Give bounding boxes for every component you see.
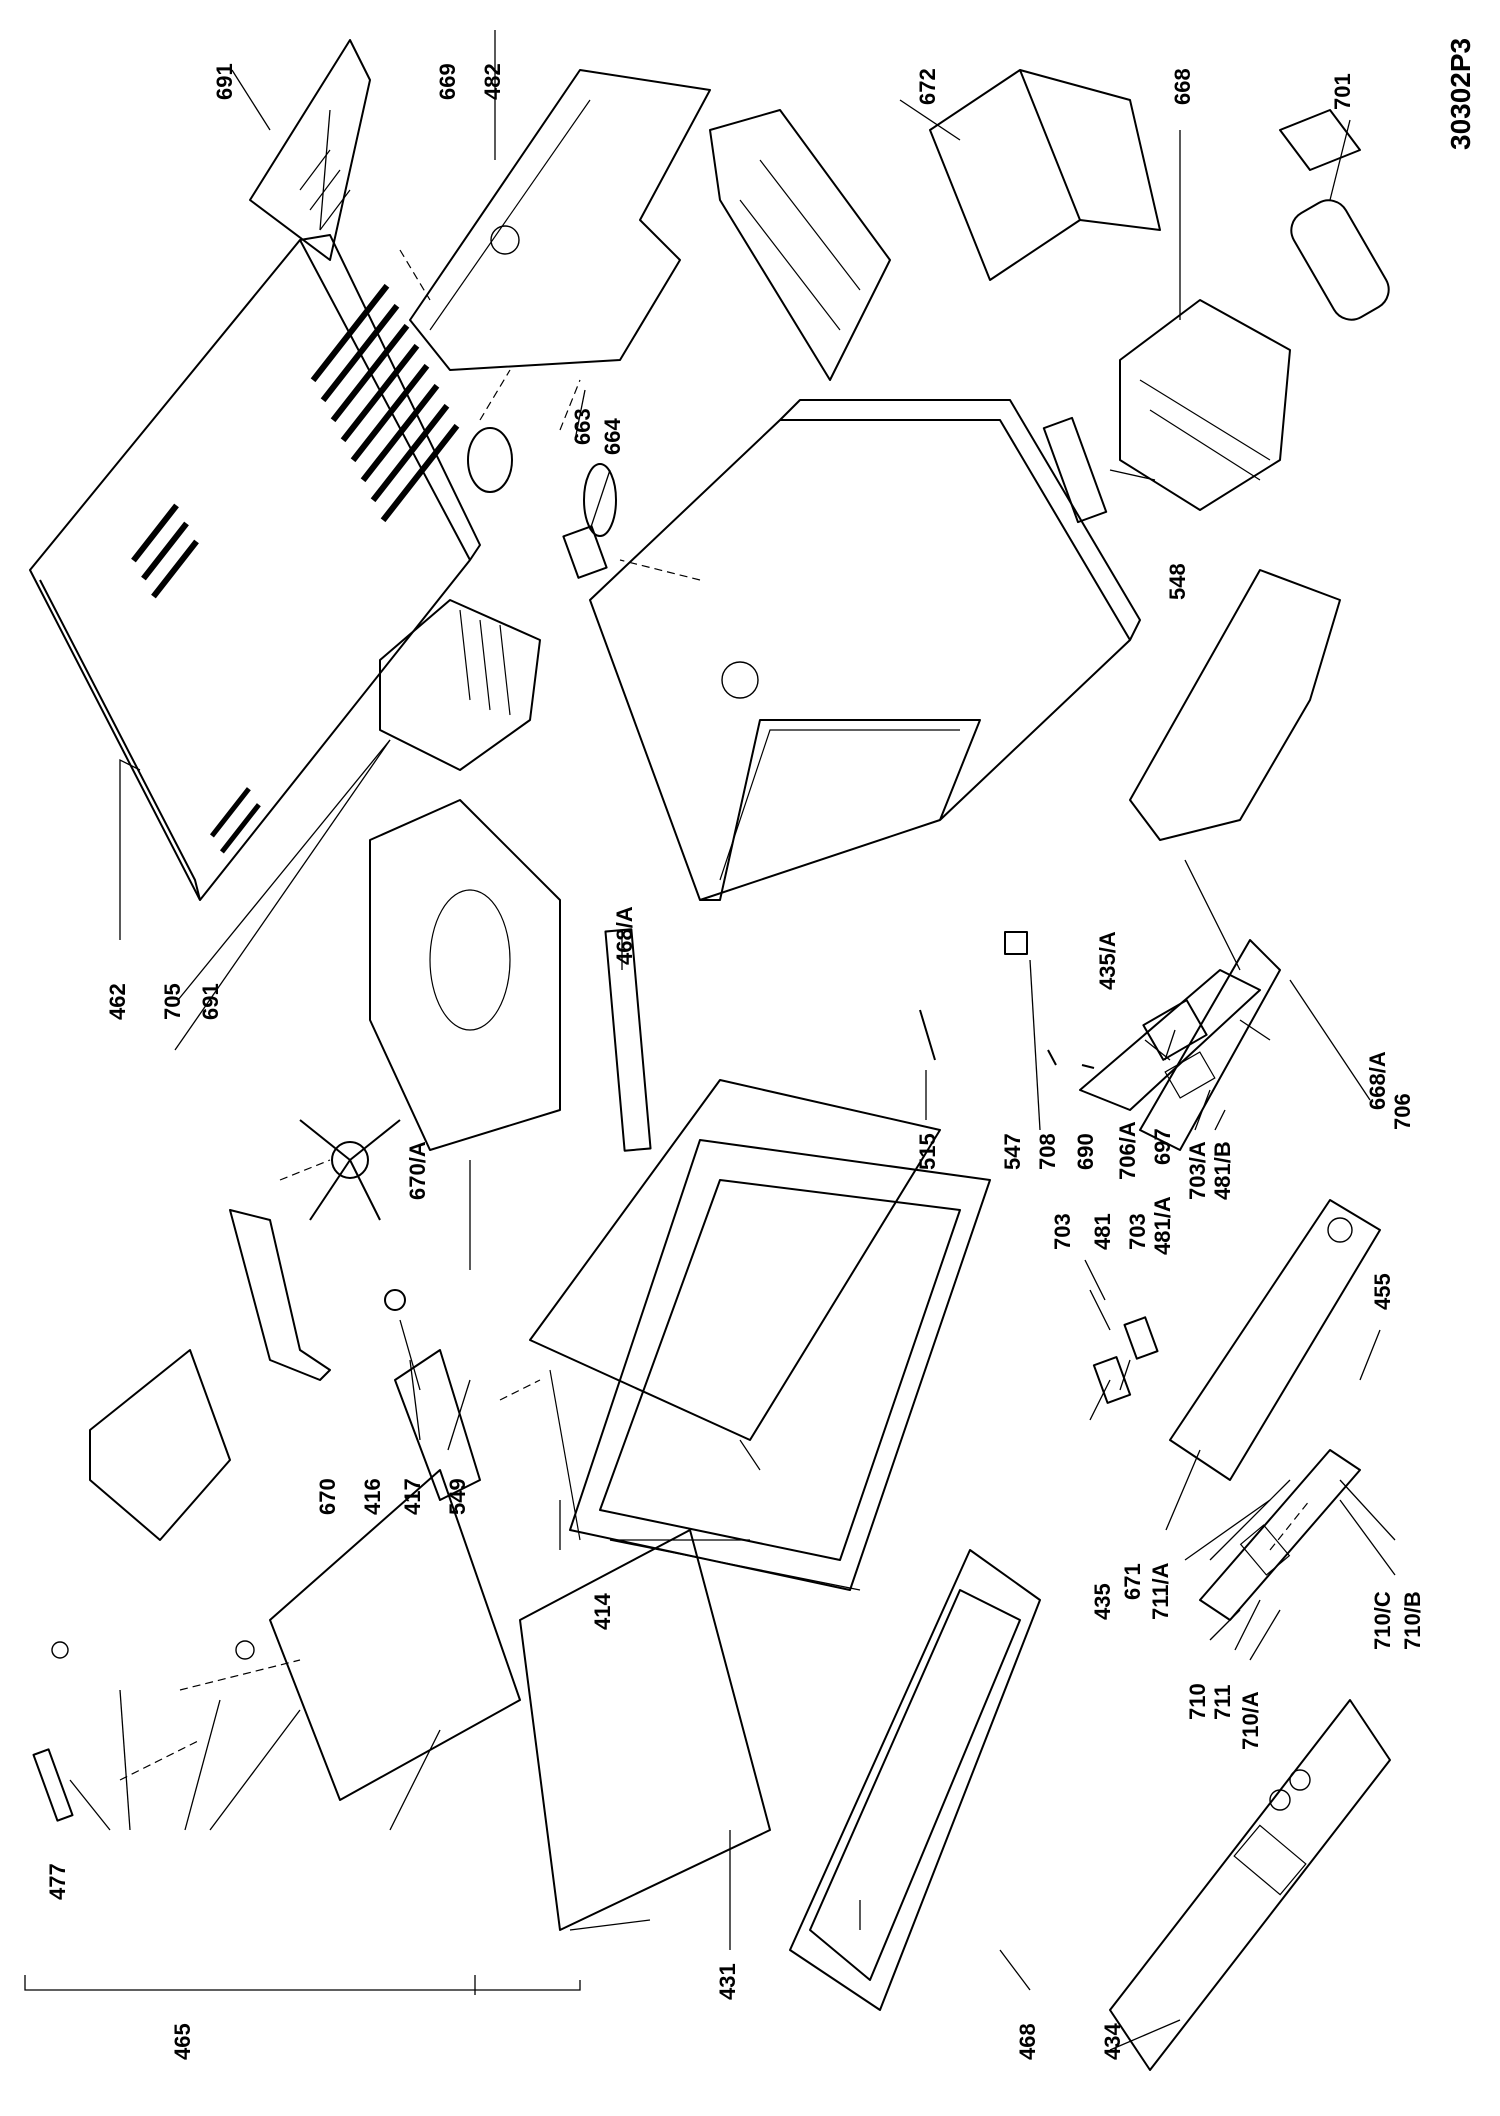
part-548-strip xyxy=(1042,416,1108,524)
label-548: 548 xyxy=(1165,563,1190,600)
part-oven-cavity xyxy=(589,399,1141,901)
part-468A-rail xyxy=(604,928,652,1152)
label-710A: 710/A xyxy=(1238,1691,1263,1750)
part-708-pin xyxy=(1047,1049,1057,1066)
part-701-capacitor xyxy=(1279,109,1390,321)
part-477-shaft xyxy=(32,1748,74,1822)
part-414-door-assembly xyxy=(529,1079,991,1591)
part-670A-fan xyxy=(299,1119,401,1221)
label-515: 515 xyxy=(915,1133,940,1170)
label-431: 431 xyxy=(715,1963,740,2000)
label-671: 671 xyxy=(1120,1563,1145,1600)
label-706: 706 xyxy=(1390,1093,1415,1130)
part-664-holder xyxy=(562,525,608,579)
label-670: 670 xyxy=(315,1478,340,1515)
part-703-switch xyxy=(1123,1316,1159,1360)
label-691-lower: 691 xyxy=(198,983,223,1020)
label-703-right: 703 xyxy=(1125,1213,1150,1250)
part-482-mount-bracket xyxy=(409,69,711,371)
part-710-board xyxy=(1199,1449,1361,1621)
part-434-control-panel xyxy=(1109,1699,1391,2071)
label-670A: 670/A xyxy=(405,1141,430,1200)
dashed-assembly-lines xyxy=(119,249,1311,1781)
label-481A: 481/A xyxy=(1150,1196,1175,1255)
part-706-module xyxy=(1139,939,1281,1151)
label-481: 481 xyxy=(1090,1213,1115,1250)
part-668A xyxy=(1142,999,1208,1061)
label-468A: 468/A xyxy=(612,906,637,965)
label-669: 669 xyxy=(435,63,460,100)
label-434: 434 xyxy=(1100,2023,1125,2060)
part-515-pin xyxy=(919,1009,936,1061)
part-462-cabinet-cover xyxy=(29,234,481,901)
part-705-magnetron xyxy=(379,599,541,771)
label-462: 462 xyxy=(105,983,130,1020)
leader-lines xyxy=(24,30,1396,2051)
label-703-left: 703 xyxy=(1050,1213,1075,1250)
label-drawing-code: 30302P3 xyxy=(1445,38,1476,150)
label-435: 435 xyxy=(1090,1583,1115,1620)
label-477: 477 xyxy=(45,1863,70,1900)
label-465: 465 xyxy=(170,2023,195,2060)
label-711: 711 xyxy=(1210,1685,1235,1721)
label-664: 664 xyxy=(600,418,625,455)
label-691-upper: 691 xyxy=(212,63,237,100)
label-549: 549 xyxy=(445,1478,470,1515)
part-labels: 30302P3 477 465 431 468 434 670 416 417 … xyxy=(45,38,1476,2060)
label-710C: 710/C xyxy=(1370,1591,1395,1650)
label-710: 710 xyxy=(1185,1683,1210,1720)
part-547-small xyxy=(1004,931,1028,955)
label-708: 708 xyxy=(1035,1133,1060,1170)
part-669-lamp xyxy=(467,427,513,493)
part-670-bracket-arm xyxy=(229,1209,331,1381)
label-481B: 481/B xyxy=(1210,1141,1235,1200)
label-435A: 435/A xyxy=(1095,931,1120,990)
label-547: 547 xyxy=(1000,1133,1025,1170)
part-663-bulb xyxy=(583,463,617,537)
label-705: 705 xyxy=(160,983,185,1020)
part-468-door-frame xyxy=(789,1549,1041,2011)
part-435A-board xyxy=(1079,969,1261,1111)
label-701: 701 xyxy=(1330,73,1355,110)
part-668-transformer xyxy=(1119,299,1291,511)
label-417: 417 xyxy=(400,1478,425,1515)
label-672: 672 xyxy=(915,68,940,105)
part-417-latch xyxy=(394,1349,481,1501)
part-435-chassis xyxy=(1169,1199,1381,1481)
part-691-top-plate xyxy=(249,39,371,261)
label-668A: 668/A xyxy=(1365,1051,1390,1110)
part-672-plate xyxy=(929,69,1161,281)
part-465-turntable xyxy=(51,1349,521,1801)
label-703A: 703/A xyxy=(1185,1141,1210,1200)
part-431-glass-panel xyxy=(519,1529,771,1931)
label-663: 663 xyxy=(570,408,595,445)
part-690-pin xyxy=(1081,1064,1095,1069)
label-455: 455 xyxy=(1370,1273,1395,1310)
part-481-switch xyxy=(1092,1356,1132,1404)
label-416: 416 xyxy=(360,1478,385,1515)
label-711A: 711/A xyxy=(1148,1562,1173,1620)
label-482: 482 xyxy=(480,63,505,100)
label-414: 414 xyxy=(590,1593,615,1630)
part-670-fan-housing xyxy=(369,799,561,1151)
label-468: 468 xyxy=(1015,2023,1040,2060)
part-416-switch xyxy=(384,1289,406,1311)
label-690: 690 xyxy=(1073,1133,1098,1170)
label-668: 668 xyxy=(1170,68,1195,105)
label-697: 697 xyxy=(1150,1128,1175,1165)
part-672-shelf-bracket xyxy=(709,109,891,381)
label-706A: 706/A xyxy=(1115,1121,1140,1180)
part-base-plate xyxy=(1129,569,1341,841)
label-710B: 710/B xyxy=(1400,1591,1425,1650)
